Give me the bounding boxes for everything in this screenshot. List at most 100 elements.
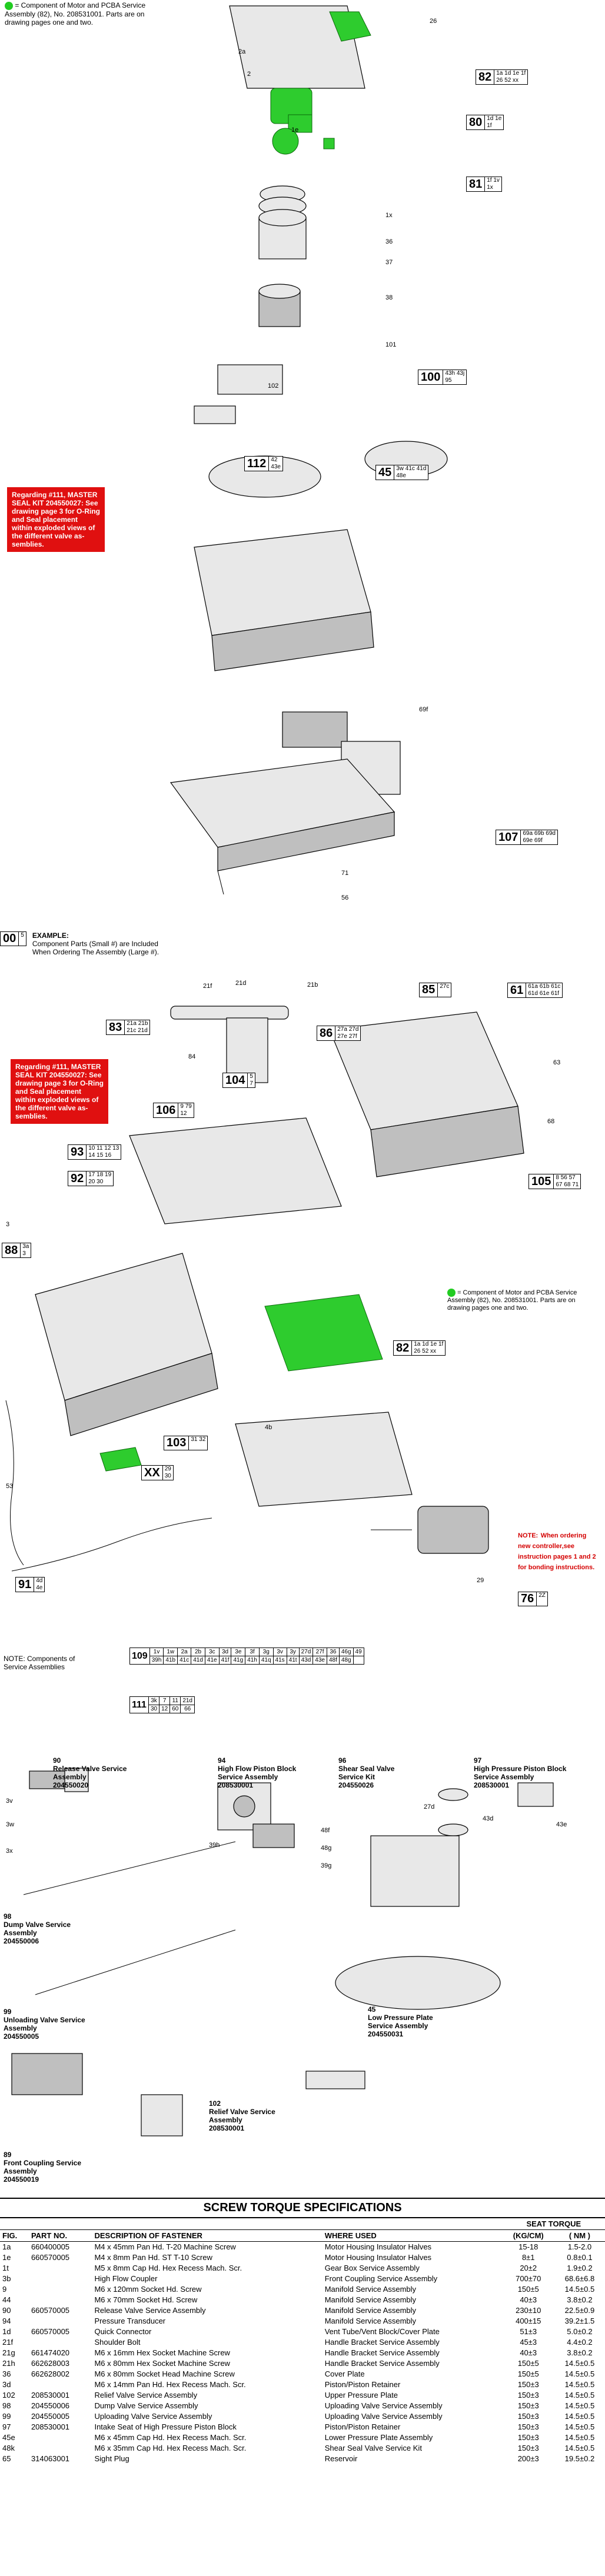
svc-name: Front Coupling Service Assembly	[4, 2159, 82, 2175]
kit-cell: 21c 21d	[127, 1027, 148, 1034]
table-cell: 1a	[2, 2242, 11, 2251]
table-cell: Reservoir	[324, 2454, 358, 2463]
svc-part: 204550005	[4, 2032, 39, 2041]
cell: 43d	[298, 1656, 314, 1665]
mid-legend: = Component of Motor and PCBA Service As…	[447, 1289, 594, 1312]
kit-number: 106	[154, 1103, 179, 1117]
cell: 49	[353, 1648, 364, 1656]
table-cell	[29, 2443, 92, 2454]
table-cell	[29, 2263, 92, 2274]
cell: 2b	[191, 1648, 205, 1656]
master-seal-note-2: Regarding #111, MASTER SEAL KIT 20455002…	[11, 1059, 108, 1124]
table-cell: 660400005	[31, 2242, 70, 2251]
cell: 43e	[313, 1656, 327, 1665]
kit-number: 93	[68, 1145, 87, 1159]
callout: 1x	[385, 212, 393, 219]
callout: 37	[385, 259, 393, 266]
kit-cell: 1d 1e	[487, 115, 502, 122]
callout: 3v	[6, 1798, 13, 1805]
kit-number: 100	[418, 370, 444, 384]
cell: 39h	[149, 1656, 164, 1665]
example-big-number: 00	[1, 932, 19, 946]
kit-cell: 7	[250, 1080, 253, 1087]
callout: 39g	[321, 1862, 332, 1869]
svc-89: 89 Front Coupling Service Assembly 20455…	[4, 2151, 86, 2184]
table-cell: Dump Valve Service Assembly	[94, 2401, 198, 2410]
cell: 60	[169, 1705, 181, 1713]
kit-cell: 1f	[487, 122, 492, 129]
cell: 48f	[326, 1656, 340, 1665]
svc-num: 90	[53, 1756, 61, 1765]
svc-name: High Flow Piston Block Service Assembly	[218, 1765, 297, 1781]
kit-cell: 43h 43j	[445, 370, 465, 377]
top-exploded-view	[169, 5, 448, 895]
table-cell: M4 x 45mm Pan Hd. T-20 Machine Screw	[94, 2242, 236, 2251]
table-cell: Manifold Service Assembly	[324, 2285, 417, 2294]
kit-cell: 5	[250, 1073, 253, 1080]
svc-name: High Pressure Piston Block Service Assem…	[474, 1765, 567, 1781]
table-cell: 21f	[2, 2338, 14, 2347]
table-cell	[29, 2432, 92, 2443]
callout: 43e	[556, 1821, 567, 1828]
table-cell: 660570005	[31, 2327, 70, 2336]
torque-column-header: FIG.	[0, 2229, 29, 2242]
table-cell: 204550006	[31, 2401, 70, 2410]
callout: 1e	[291, 127, 299, 134]
controller-note: NOTE: When ordering new controller,see i…	[518, 1530, 600, 1572]
example-box: 00 5 EXAMPLE: Component Parts (Small #) …	[0, 931, 174, 956]
service-note: NOTE: Components of Service Assemblies	[4, 1655, 75, 1671]
table-cell: Relief Valve Service Assembly	[94, 2391, 198, 2399]
torque-column-header: WHERE USED	[322, 2229, 503, 2242]
kit-number: 105	[529, 1174, 554, 1189]
kit-cell: 27e 27f	[337, 1033, 357, 1040]
table-cell: M6 x 14mm Pan Hd. Hex Recess Mach. Scr.	[94, 2380, 246, 2389]
table-cell: 230±10	[516, 2306, 541, 2315]
kit-cell: 42	[271, 457, 278, 463]
table-cell: M5 x 8mm Cap Hd. Hex Recess Mach. Scr.	[94, 2264, 242, 2272]
table-cell: 662628003	[31, 2359, 70, 2368]
cell	[353, 1656, 364, 1665]
kit-cell: 30	[164, 1473, 171, 1479]
torque-column-header: DESCRIPTION OF FASTENER	[92, 2229, 323, 2242]
kit-cell: 9 79	[180, 1103, 192, 1110]
cell: 41t	[286, 1656, 300, 1665]
cell: 41g	[231, 1656, 246, 1665]
callout: 2	[247, 71, 251, 78]
kit-number: 91	[16, 1577, 35, 1592]
callout: 26	[430, 18, 437, 25]
table-cell: Handle Bracket Service Assembly	[324, 2348, 440, 2357]
table-cell: 94	[2, 2317, 11, 2325]
table-cell: Shear Seal Valve Service Kit	[324, 2444, 422, 2452]
table-cell: M6 x 16mm Hex Socket Machine Screw	[94, 2348, 230, 2357]
table-cell: 14.5±0.5	[564, 2391, 595, 2399]
svc-90: 90 Release Valve Service Assembly 204550…	[53, 1756, 135, 1789]
callout: 63	[553, 1059, 561, 1066]
table-cell: 150±5	[517, 2359, 539, 2368]
seat-torque-header: SEAT TORQUE	[502, 2218, 605, 2230]
table-cell: 51±3	[520, 2327, 537, 2336]
table-cell	[29, 2316, 92, 2327]
table-cell: 14.5±0.5	[564, 2380, 595, 2389]
svc-part: 204550026	[338, 1781, 374, 1789]
kit-109-number: 109	[129, 1648, 150, 1665]
svc-num: 97	[474, 1756, 482, 1765]
table-cell: Shoulder Bolt	[94, 2338, 141, 2347]
svc-45: 45 Low Pressure Plate Service Assembly 2…	[368, 2005, 456, 2038]
torque-column-header: (KG/CM)	[502, 2229, 554, 2242]
table-cell: High Flow Coupler	[94, 2274, 158, 2283]
callout: 21b	[307, 981, 318, 989]
callout: 39h	[209, 1842, 220, 1849]
